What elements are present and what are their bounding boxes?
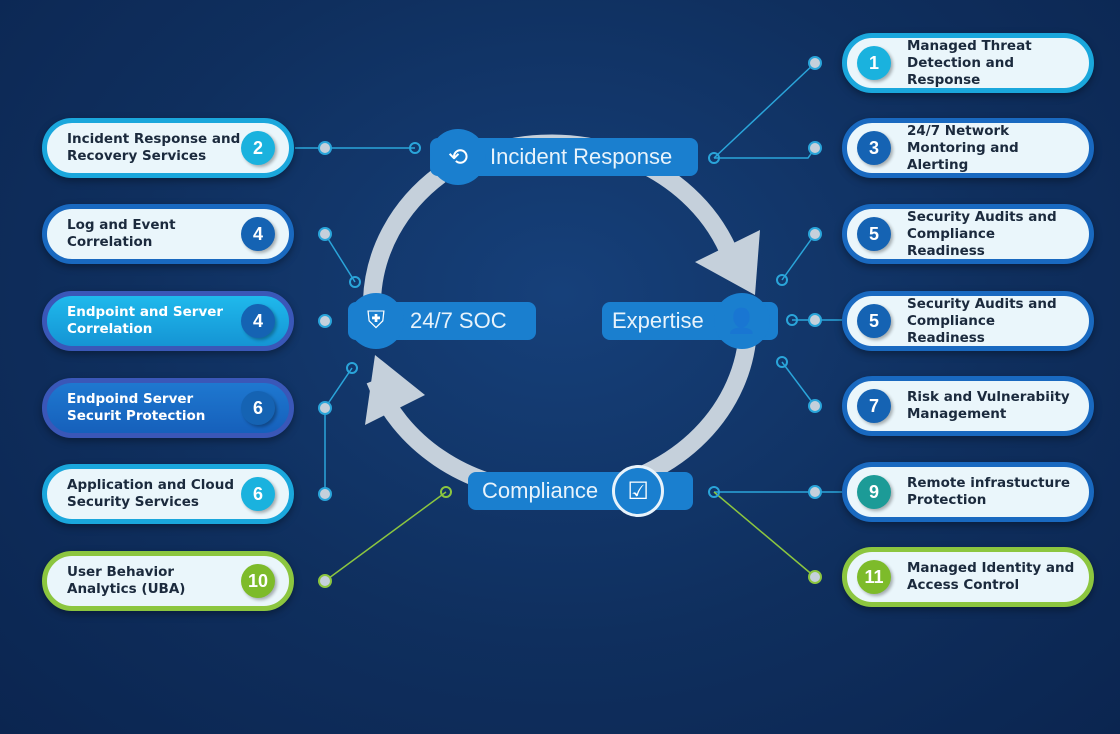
- shield-cycle-icon: ⛨: [348, 293, 404, 349]
- service-label: Endpoint and Server Correlation: [67, 304, 224, 337]
- number-badge: 4: [241, 217, 275, 251]
- number-badge: 11: [857, 560, 891, 594]
- hub-compliance: ☑ Compliance: [468, 465, 693, 517]
- number-badge: 7: [857, 389, 891, 423]
- number-badge: 6: [241, 391, 275, 425]
- service-card: Risk and Vulnerabiity Management 7: [842, 376, 1094, 436]
- service-card: Managed Identity and Access Control 11: [842, 547, 1094, 607]
- checklist-icon: ☑: [612, 465, 665, 517]
- number-badge: 5: [857, 217, 891, 251]
- service-label: 24/7 Network Montoring and Alerting: [907, 122, 1019, 173]
- service-card: Endpoint and Server Correlation 4: [42, 291, 294, 351]
- hub-label: Compliance: [482, 478, 599, 503]
- service-card: User Behavior Analytics (UBA) 10: [42, 551, 294, 611]
- arrow-head-icon: [695, 230, 760, 295]
- service-label: Log and Event Correlation: [67, 217, 176, 250]
- hub-expertise: 👤 Expertise: [602, 293, 778, 349]
- arrow-head-icon: [365, 355, 425, 425]
- service-label: Endpoind Server Securit Protection: [67, 391, 206, 424]
- service-card: 24/7 Network Montoring and Alerting 3: [842, 118, 1094, 178]
- hub-incident-response: ⟲ Incident Response: [430, 129, 698, 185]
- number-badge: 6: [241, 477, 275, 511]
- service-card: Security Audits and Compliance Readiness…: [842, 291, 1094, 351]
- number-badge: 3: [857, 131, 891, 165]
- number-badge: 1: [857, 46, 891, 80]
- refresh-lock-icon: ⟲: [430, 129, 486, 185]
- number-badge: 4: [241, 304, 275, 338]
- service-card: Security Audits and Compliance Readiness…: [842, 204, 1094, 264]
- service-label: Risk and Vulnerabiity Management: [907, 389, 1070, 422]
- number-badge: 9: [857, 475, 891, 509]
- service-label: Security Audits and Compliance Readiness: [907, 208, 1057, 259]
- service-label: Security Audits and Compliance Readiness: [907, 295, 1057, 346]
- service-label: User Behavior Analytics (UBA): [67, 564, 186, 597]
- number-badge: 2: [241, 131, 275, 165]
- service-card: Log and Event Correlation 4: [42, 204, 294, 264]
- service-label: Application and Cloud Security Services: [67, 477, 234, 510]
- service-label: Managed Threat Detection and Response: [907, 37, 1032, 88]
- hub-label: Expertise: [612, 308, 704, 333]
- hub-247-soc: ⛨ 24/7 SOC: [348, 293, 536, 349]
- number-badge: 10: [241, 564, 275, 598]
- service-label: Remote infrastucture Protection: [907, 475, 1071, 508]
- number-badge: 5: [857, 304, 891, 338]
- service-card: Endpoind Server Securit Protection 6: [42, 378, 294, 438]
- service-card: Remote infrastucture Protection 9: [842, 462, 1094, 522]
- hub-label: 24/7 SOC: [410, 308, 507, 333]
- service-label: Incident Response and Recovery Services: [67, 131, 241, 164]
- user-icon: 👤: [713, 293, 770, 349]
- service-label: Managed Identity and Access Control: [907, 560, 1075, 593]
- service-card: Managed Threat Detection and Response 1: [842, 33, 1094, 93]
- hub-label: Incident Response: [490, 144, 673, 169]
